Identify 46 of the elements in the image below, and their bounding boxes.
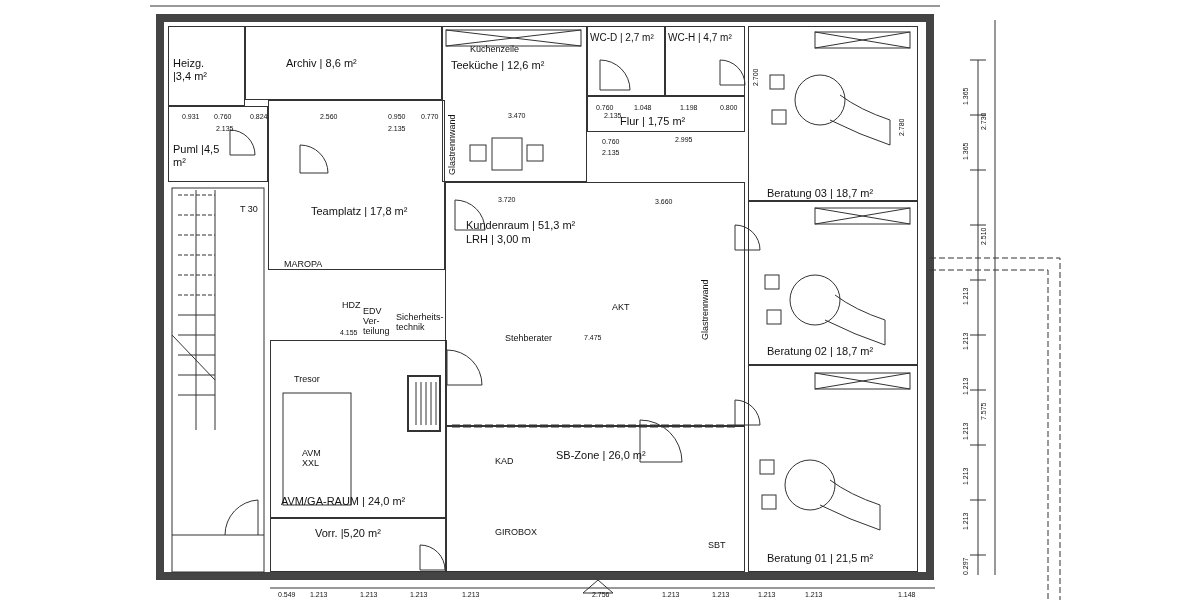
room-area	[270, 340, 447, 518]
room-label: Archiv | 8,6 m²	[286, 57, 357, 70]
equipment-label: Küchenzeile	[470, 44, 520, 54]
equipment-label: Glastrennwand	[700, 279, 710, 340]
equipment-label: GIROBOX	[495, 527, 537, 537]
room-label: Beratung 03 | 18,7 m²	[767, 187, 874, 200]
equipment-label: KAD	[495, 456, 514, 466]
room-label: Beratung 02 | 18,7 m²	[767, 345, 874, 358]
equipment-label: Glastrennwand	[447, 114, 457, 175]
room-area	[445, 426, 745, 572]
room-area	[748, 365, 918, 572]
room-area	[168, 26, 245, 106]
equipment-label: T 30	[240, 204, 258, 214]
room-label: Teamplatz | 17,8 m²	[311, 205, 408, 218]
room-label: SB-Zone | 26,0 m²	[556, 449, 646, 462]
room-label: WC-D | 2,7 m²	[590, 31, 654, 44]
equipment-label: MAROPA	[284, 259, 323, 269]
equipment-label: Tresor	[294, 374, 320, 384]
equipment-label: AKT	[612, 302, 630, 312]
room-label: Beratung 01 | 21,5 m²	[767, 552, 874, 565]
room-label: Vorr. |5,20 m²	[315, 527, 381, 540]
equipment-label: HDZ	[342, 300, 361, 310]
room-label: WC-H | 4,7 m²	[668, 31, 732, 44]
room-area	[587, 26, 665, 96]
room-area	[168, 106, 268, 182]
room-area	[748, 26, 918, 201]
room-area	[442, 26, 587, 182]
room-area	[665, 26, 745, 96]
room-area	[270, 518, 447, 572]
equipment-label: Sicherheits- technik	[396, 312, 442, 332]
room-label: Heizg. |3,4 m²	[173, 57, 209, 83]
equipment-label: SBT	[708, 540, 726, 550]
equipment-label: AVM XXL	[302, 448, 322, 468]
room-label: Teeküche | 12,6 m²	[451, 59, 545, 72]
room-label: AVM/GA-RAUM | 24,0 m²	[281, 495, 406, 508]
room-label: Puml |4,5 m²	[173, 143, 221, 169]
room-label: Flur | 1,75 m²	[620, 115, 686, 128]
room-label: LRH | 3,00 m	[466, 233, 531, 246]
room-area	[748, 201, 918, 365]
room-area	[245, 26, 442, 100]
room-label: Kundenraum | 51,3 m²	[466, 219, 576, 232]
room-area	[445, 182, 745, 426]
equipment-label: EDV Ver- teilung	[363, 306, 391, 336]
room-area	[587, 96, 745, 132]
equipment-label: Stehberater	[505, 333, 553, 343]
room-area	[268, 100, 445, 270]
